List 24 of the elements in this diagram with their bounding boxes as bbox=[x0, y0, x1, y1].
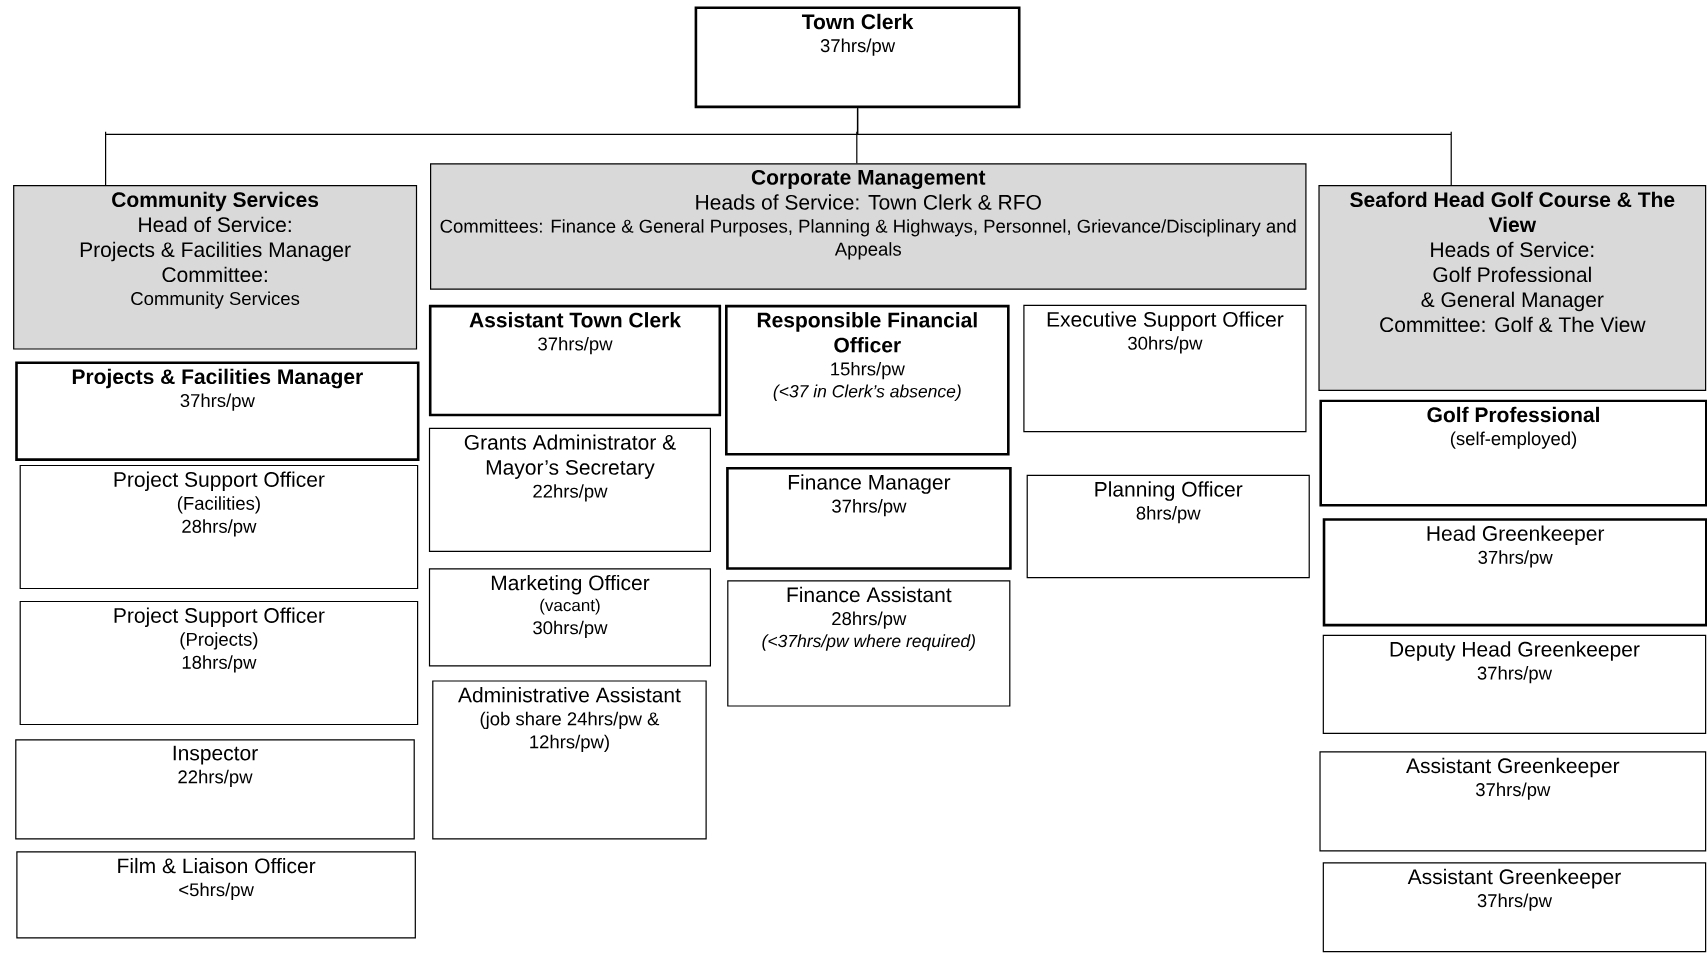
job-box: Project Support Officer (Facilities) 28hrs/pw bbox=[19, 464, 419, 590]
job-box: Project Support Officer (Projects) 18hrs/pw bbox=[19, 600, 419, 726]
job-box: Executive Support Officer 30hrs/pw bbox=[1023, 304, 1307, 433]
job-box: Finance Manager 37hrs/pw bbox=[726, 467, 1012, 570]
job-box: Golf Professional (self-employed) bbox=[1319, 399, 1707, 507]
job-box: Finance Assistant 28hrs/pw (<37hrs/pw where required) bbox=[727, 580, 1011, 707]
connector-line bbox=[856, 107, 1452, 186]
job-box: Responsible Financial Officer 15hrs/pw (<37 in Clerk’s absence) bbox=[725, 304, 1010, 456]
department-box: Corporate Management Heads of Service: Town Clerk & RFO Committees: Finance & General Purposes, Planning & Highways, Personnel, Grievance/Disciplinary and Appeals bbox=[430, 163, 1307, 290]
job-box: Planning Officer 8hrs/pw bbox=[1026, 474, 1310, 579]
department-box: Seaford Head Golf Course & The View Heads of Service: Golf Professional & General Manager Committee: Golf & The View bbox=[1318, 185, 1707, 391]
job-box: Film & Liaison Officer <5hrs/pw bbox=[16, 851, 416, 939]
job-box: Grants Administrator & Mayor’s Secretary 22hrs/pw bbox=[428, 427, 711, 552]
job-box: Head Greenkeeper 37hrs/pw bbox=[1322, 518, 1707, 627]
department-box: Community Services Head of Service: Projects & Facilities Manager Committee: Community Services bbox=[13, 185, 418, 350]
job-box: Assistant Greenkeeper 37hrs/pw bbox=[1322, 862, 1707, 953]
job-box: Assistant Town Clerk 37hrs/pw bbox=[428, 304, 722, 417]
job-box: Deputy Head Greenkeeper 37hrs/pw bbox=[1322, 634, 1707, 734]
job-box: Town Clerk 37hrs/pw bbox=[694, 6, 1021, 109]
job-box: Assistant Greenkeeper 37hrs/pw bbox=[1319, 751, 1707, 852]
job-box: Marketing Officer (vacant) 30hrs/pw bbox=[428, 568, 711, 667]
job-box: Inspector 22hrs/pw bbox=[15, 739, 415, 840]
job-box: Administrative Assistant (job share 24hrs/pw & 12hrs/pw) bbox=[432, 680, 707, 840]
job-box: Projects & Facilities Manager 37hrs/pw bbox=[15, 361, 420, 461]
